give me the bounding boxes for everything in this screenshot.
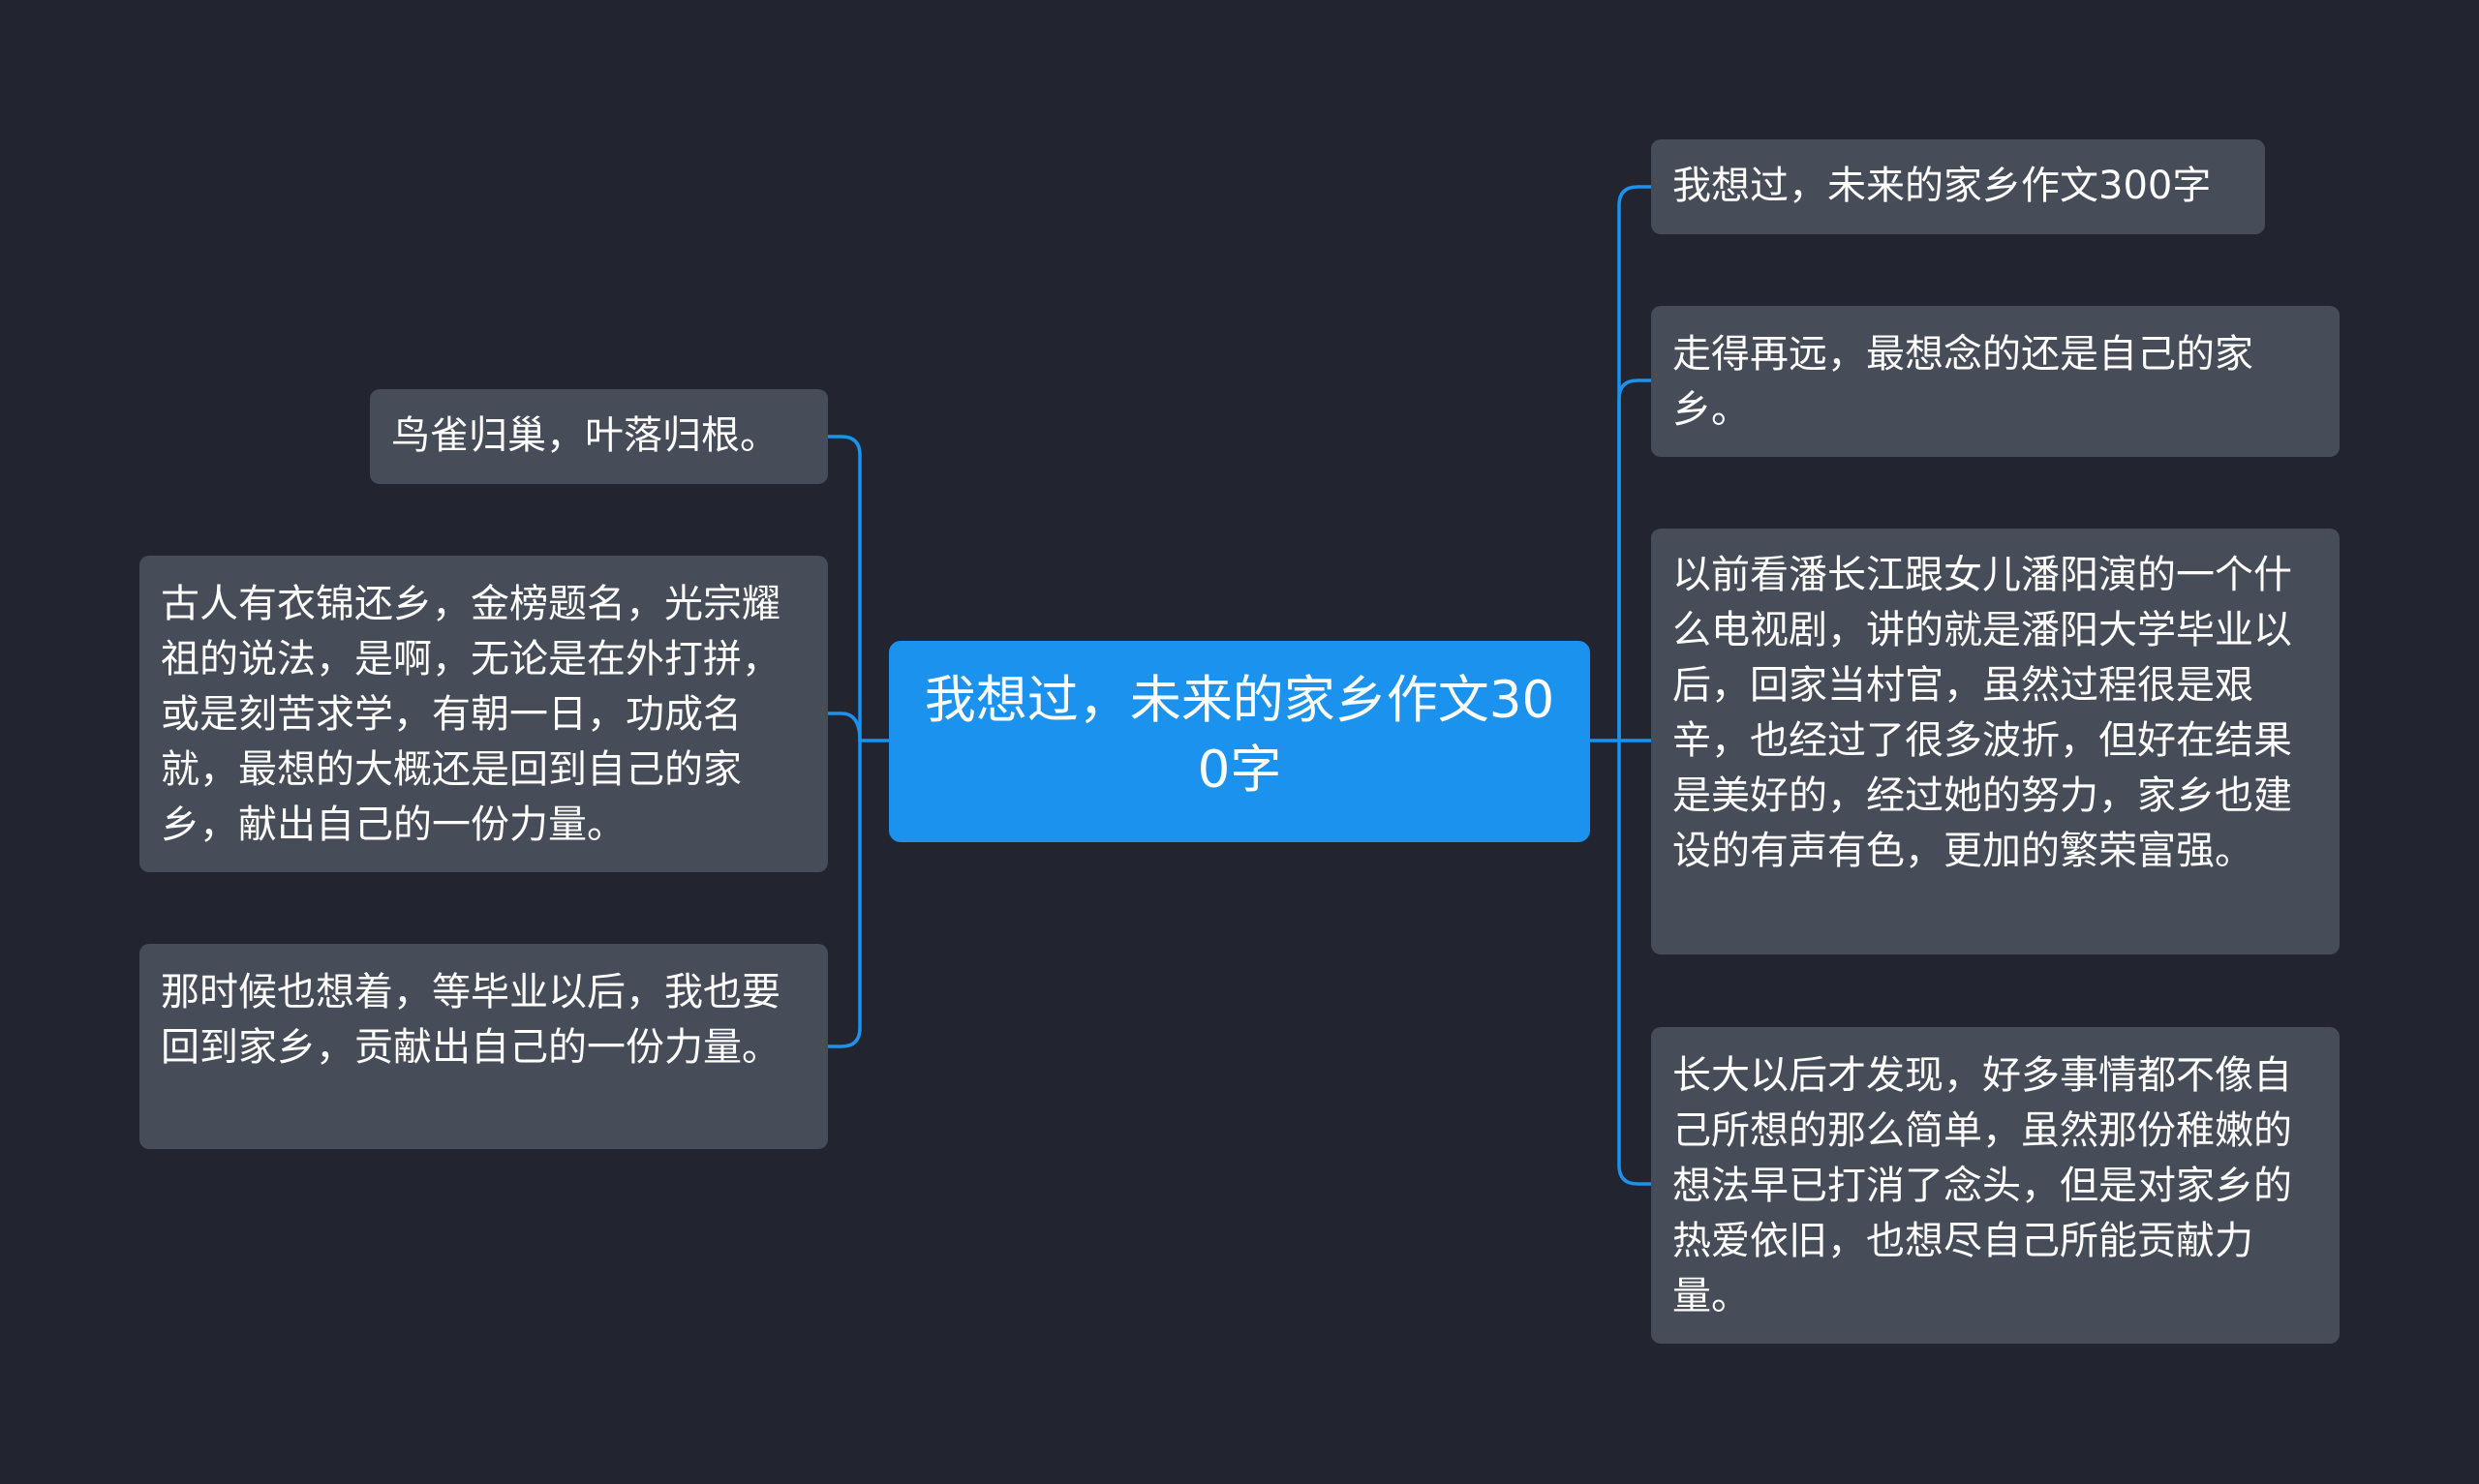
left-topic-2[interactable]: 古人有衣锦还乡，金榜题名，光宗耀祖的说法，是啊，无论是在外打拼，或是刻苦求学，有…: [139, 556, 828, 872]
right-topic-4[interactable]: 长大以后才发现，好多事情都不像自己所想的那么简单，虽然那份稚嫩的想法早已打消了念…: [1651, 1027, 2340, 1344]
connector-right-1: [1617, 185, 1653, 742]
right-topic-3-text: 以前看潘长江跟女儿潘阳演的一个什么电视剧，讲的就是潘阳大学毕业以后，回家当村官，…: [1672, 553, 2292, 873]
right-topic-3[interactable]: 以前看潘长江跟女儿潘阳演的一个什么电视剧，讲的就是潘阳大学毕业以后，回家当村官，…: [1651, 529, 2340, 954]
right-topic-2[interactable]: 走得再远，最想念的还是自己的家乡。: [1651, 306, 2340, 457]
left-topic-1-text: 鸟雀归巢，叶落归根。: [391, 413, 779, 458]
left-topic-3[interactable]: 那时候也想着，等毕业以后，我也要回到家乡，贡献出自己的一份力量。: [139, 944, 828, 1149]
connector-left-3: [826, 739, 862, 1048]
connector-right-2: [1617, 379, 1653, 742]
left-topic-1[interactable]: 鸟雀归巢，叶落归根。: [370, 389, 828, 484]
connector-right-4: [1617, 739, 1653, 1186]
root-topic[interactable]: 我想过，未来的家乡作文300字: [889, 641, 1590, 842]
right-topic-1-text: 我想过，未来的家乡作文300字: [1672, 164, 2212, 208]
connector-left-1: [826, 435, 862, 742]
right-topic-4-text: 长大以后才发现，好多事情都不像自己所想的那么简单，虽然那份稚嫩的想法早已打消了念…: [1672, 1053, 2292, 1318]
right-topic-1[interactable]: 我想过，未来的家乡作文300字: [1651, 139, 2265, 234]
left-topic-2-text: 古人有衣锦还乡，金榜题名，光宗耀祖的说法，是啊，无论是在外打拼，或是刻苦求学，有…: [161, 582, 780, 847]
connector-left-2: [826, 712, 862, 742]
right-topic-2-text: 走得再远，最想念的还是自己的家乡。: [1672, 332, 2253, 432]
left-topic-3-text: 那时候也想着，等毕业以后，我也要回到家乡，贡献出自己的一份力量。: [161, 970, 780, 1070]
root-topic-text: 我想过，未来的家乡作文300字: [924, 671, 1555, 800]
